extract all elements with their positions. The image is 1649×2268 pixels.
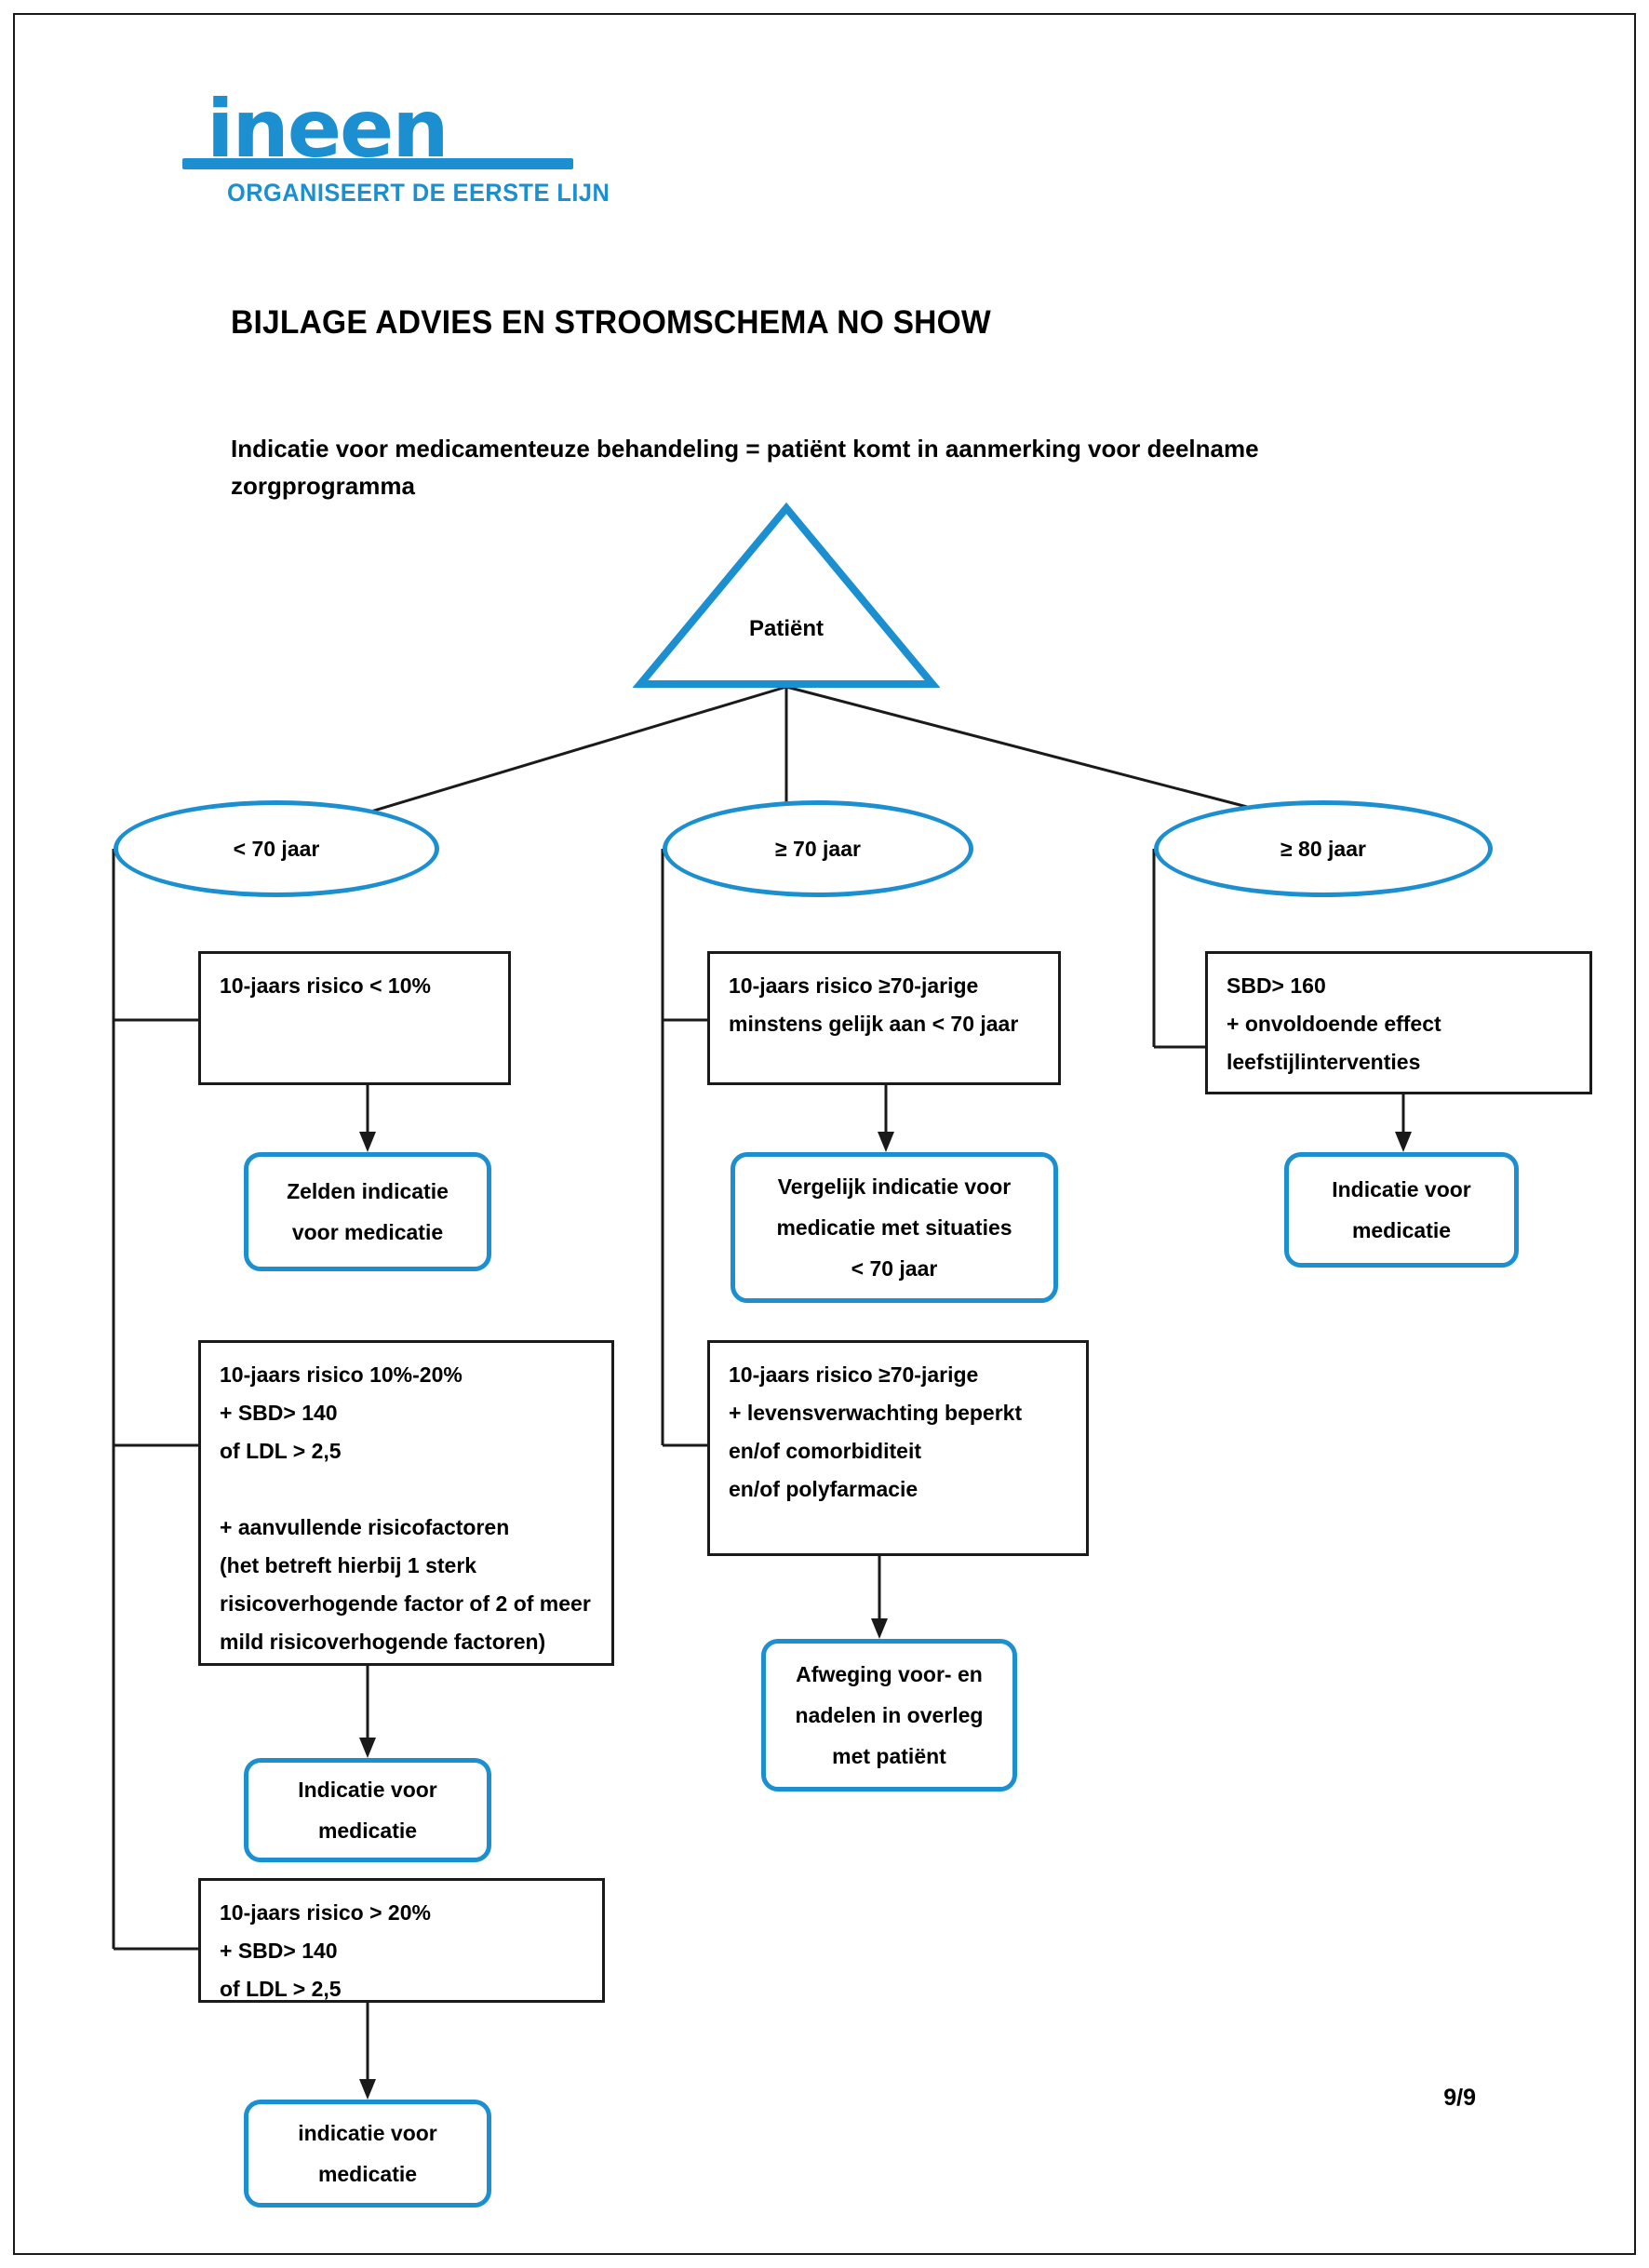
node-branch-lt70[interactable]: < 70 jaar (114, 800, 439, 897)
node-branch-lt70-label: < 70 jaar (233, 836, 320, 861)
box-middle-criteria-2: 10-jaars risico ≥70-jarige + levensverwa… (707, 1340, 1089, 1556)
logo-tagline: ORGANISEERT DE EERSTE LIJN (227, 179, 610, 207)
box-left-criteria-1: 10-jaars risico < 10% (198, 951, 511, 1085)
page-number: 9/9 (1443, 2085, 1476, 2111)
box-left-outcome-2[interactable]: Indicatie voor medicatie (244, 1758, 491, 1862)
box-left-criteria-2: 10-jaars risico 10%-20% + SBD> 140 of LD… (198, 1340, 614, 1666)
box-left-outcome-3[interactable]: indicatie voor medicatie (244, 2100, 491, 2208)
box-right-outcome-1[interactable]: Indicatie voor medicatie (1284, 1152, 1519, 1268)
box-left-outcome-1[interactable]: Zelden indicatie voor medicatie (244, 1152, 491, 1271)
node-patient-label: Patiënt (748, 616, 824, 641)
logo-wordmark: ineen (207, 83, 449, 176)
node-branch-ge80[interactable]: ≥ 80 jaar (1154, 800, 1493, 897)
box-left-criteria-3: 10-jaars risico > 20% + SBD> 140 of LDL … (198, 1878, 605, 2003)
triangle-shape (632, 502, 941, 688)
ineen-logo: ineen ORGANISEERT DE EERSTE LIJN (182, 83, 610, 210)
page-title: BIJLAGE ADVIES EN STROOMSCHEMA NO SHOW (231, 304, 991, 341)
logo-underline-bar (182, 158, 573, 169)
box-right-criteria-1: SBD> 160 + onvoldoende effect leefstijli… (1205, 951, 1592, 1094)
intro-paragraph: Indicatie voor medicamenteuze behandelin… (231, 435, 1259, 500)
box-middle-criteria-1: 10-jaars risico ≥70-jarige minstens geli… (707, 951, 1061, 1085)
node-branch-ge70-label: ≥ 70 jaar (775, 836, 861, 861)
node-patient-triangle: Patiënt (632, 501, 941, 688)
node-branch-ge80-label: ≥ 80 jaar (1280, 836, 1366, 861)
node-branch-ge70[interactable]: ≥ 70 jaar (663, 800, 973, 897)
box-middle-outcome-2[interactable]: Afweging voor- en nadelen in overleg met… (761, 1639, 1017, 1792)
box-middle-outcome-1[interactable]: Vergelijk indicatie voor medicatie met s… (731, 1152, 1058, 1303)
